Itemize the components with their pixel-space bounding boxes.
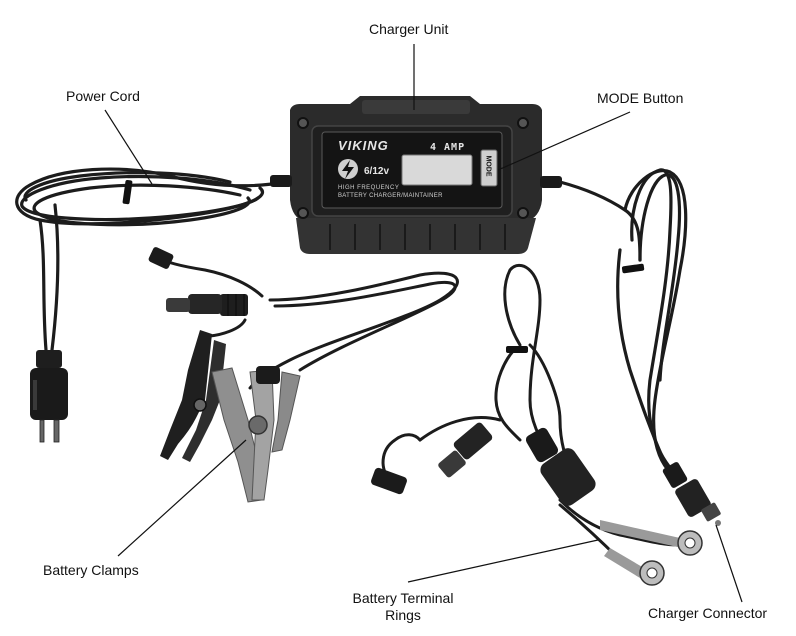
leader-terminal-rings [407,539,599,583]
black-clamp [160,330,226,462]
description-line1: HIGH FREQUENCY [338,185,400,191]
label-battery-terminal-rings-line2: Rings [385,607,421,623]
label-charger-connector: Charger Connector [648,605,768,621]
label-battery-terminal-rings-line1: Battery Terminal [352,590,454,606]
label-mode-button: MODE Button [597,90,684,106]
power-plug [30,350,68,443]
leader-battery-clamps [117,439,247,557]
mode-button[interactable] [480,149,498,187]
ring-sae-connector [371,422,493,495]
label-charger-unit: Charger Unit [369,21,449,37]
bolt-icon [338,159,358,179]
lcd-screen [401,154,473,186]
red-clamp [211,366,301,503]
brand-logo: VIKING [338,138,389,153]
cord-tie [122,179,133,205]
cord-tie [621,263,645,274]
charger-unit [270,96,562,254]
leader-power-cord [104,109,153,185]
terminal-rings [600,520,703,586]
description-line2: BATTERY CHARGER/MAINTAINER [338,193,443,199]
callout-lines [104,44,743,603]
leader-charger-connector [715,524,743,603]
power-cord [15,167,287,352]
fuse-holder [525,427,596,506]
label-power-cord: Power Cord [66,88,140,104]
charger-connector [662,462,721,526]
cord-tie [506,346,528,353]
rating-label: 4 AMP [430,142,466,153]
output-cord [558,168,688,472]
voltage-label: 6/12v [364,166,390,177]
mode-button-text: MODE [484,155,492,177]
label-battery-terminal-rings: Battery Terminal Rings [345,590,461,624]
sae-connector [148,247,248,316]
leader-mode-button [497,111,631,171]
label-battery-clamps: Battery Clamps [43,562,139,578]
